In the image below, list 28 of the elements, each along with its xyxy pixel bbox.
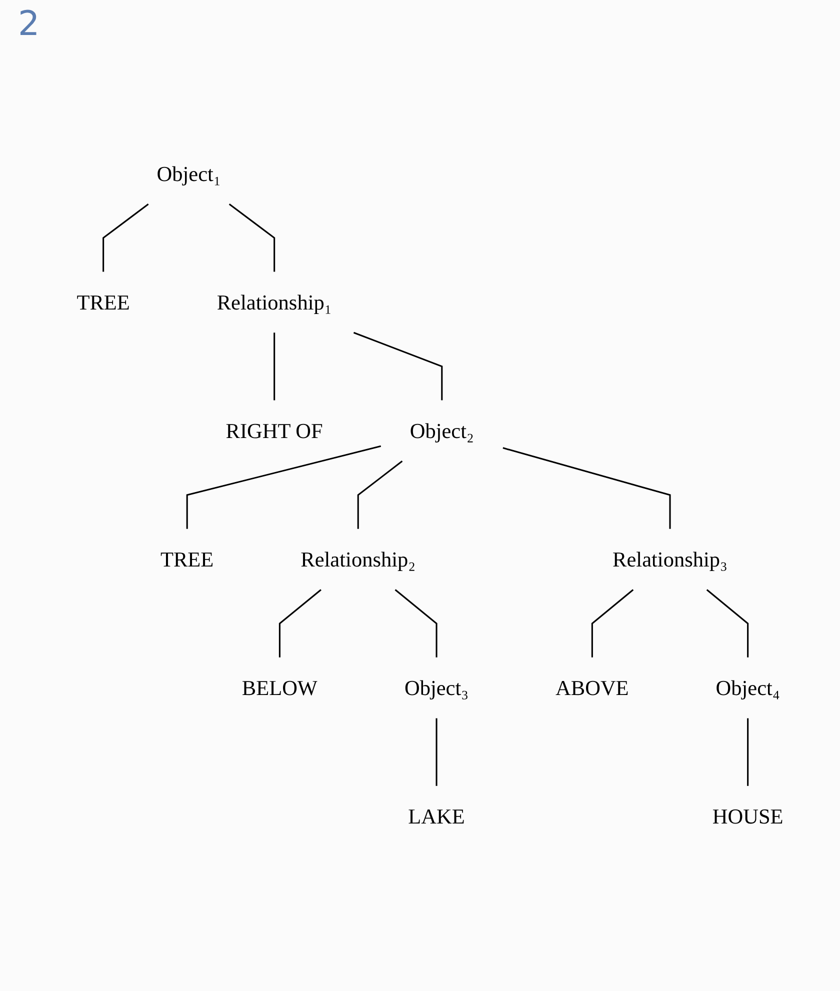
node-text: LAKE [408, 804, 465, 828]
node-text: TREE [160, 547, 214, 572]
connector [274, 332, 276, 400]
node-text: Object₄ [716, 676, 780, 700]
node-text: Relationship₂ [300, 547, 416, 572]
connector [278, 589, 322, 658]
node-text: HOUSE [712, 804, 784, 828]
node-text: TREE [76, 290, 130, 314]
connector [706, 589, 749, 658]
node-text: Object₂ [410, 418, 474, 443]
connector [502, 447, 671, 529]
connector [436, 718, 438, 786]
node-text: ABOVE [556, 676, 629, 700]
connector [591, 589, 634, 658]
node-text: Relationship₁ [216, 290, 332, 314]
connector [102, 203, 149, 272]
connector [353, 332, 443, 400]
connector [228, 203, 276, 272]
node-text: RIGHT OF [226, 418, 323, 443]
connector [394, 589, 438, 658]
connector [357, 460, 403, 529]
node-text: Object₁ [156, 162, 221, 186]
connector [747, 718, 749, 786]
page-number: 2 [18, 4, 40, 44]
node-text: Object₃ [404, 676, 469, 700]
connector [186, 445, 382, 529]
node-text: BELOW [242, 676, 318, 700]
node-text: Relationship₃ [612, 547, 728, 572]
